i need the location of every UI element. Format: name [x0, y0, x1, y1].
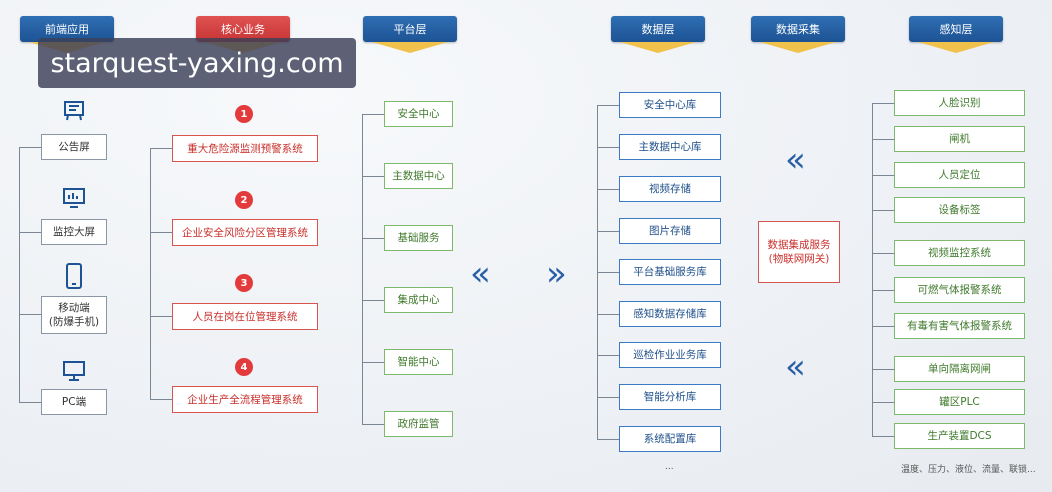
data-tick [597, 397, 619, 398]
perceive-tick [872, 253, 894, 254]
header-core: 核心业务 [196, 16, 290, 42]
perceive-tick [872, 290, 894, 291]
platform-bracket [362, 114, 363, 424]
perceive-item-device-tag: 设备标签 [894, 197, 1025, 223]
core-number-badge: 4 [235, 358, 253, 376]
perceive-item-video-surveillance: 视频监控系统 [894, 240, 1025, 266]
double-chevron-left-icon: « [785, 347, 806, 387]
perceive-tick [872, 436, 894, 437]
data-tick [597, 231, 619, 232]
data-item-inspection-db: 巡检作业业务库 [619, 342, 721, 368]
platform-item-security: 安全中心 [384, 101, 453, 127]
perceive-tick [872, 175, 894, 176]
frontend-tick [19, 402, 41, 403]
dashboard-chart-icon [63, 188, 85, 208]
header-data-arrow [620, 42, 696, 53]
perceive-item-tank-plc: 罐区PLC [894, 389, 1025, 415]
data-tick [597, 314, 619, 315]
data-tick [597, 189, 619, 190]
frontend-item-pc: PC端 [41, 389, 107, 415]
perceive-tick [872, 139, 894, 140]
data-item-sensor-db: 感知数据存储库 [619, 301, 721, 327]
data-tick [597, 355, 619, 356]
perceive-tick [872, 326, 894, 327]
platform-item-integration: 集成中心 [384, 287, 453, 313]
double-chevron-left-icon: « [785, 140, 806, 180]
header-perceive-arrow [918, 42, 994, 53]
data-tick [597, 105, 619, 106]
header-collect: 数据采集 [751, 16, 845, 42]
platform-item-master-data: 主数据中心 [384, 163, 453, 189]
perceive-note: 温度、压力、液位、流量、联锁... [901, 465, 1036, 475]
platform-tick [362, 176, 384, 177]
core-item-risk-zoning: 企业安全风险分区管理系统 [172, 219, 318, 246]
platform-tick [362, 114, 384, 115]
frontend-item-monitor-screen: 监控大屏 [41, 219, 107, 245]
platform-item-basic-services: 基础服务 [384, 225, 453, 251]
perceive-bracket [872, 103, 873, 436]
header-platform-arrow [372, 42, 448, 53]
core-tick [150, 316, 172, 317]
header-collect-arrow [760, 42, 836, 53]
core-number-badge: 1 [235, 105, 253, 123]
perceive-item-toxic-gas: 有毒有害气体报警系统 [894, 313, 1025, 339]
platform-item-intelligence: 智能中心 [384, 349, 453, 375]
frontend-tick [19, 232, 41, 233]
perceive-tick [872, 369, 894, 370]
perceive-item-combustible-gas: 可燃气体报警系统 [894, 277, 1025, 303]
core-number-badge: 3 [235, 274, 253, 292]
core-item-production-process: 企业生产全流程管理系统 [172, 386, 318, 413]
core-tick [150, 399, 172, 400]
data-more-ellipsis: ... [665, 462, 674, 472]
perceive-item-personnel-location: 人员定位 [894, 162, 1025, 188]
perceive-item-isolation-gateway: 单向隔离网闸 [894, 356, 1025, 382]
double-chevron-right-icon: » [546, 254, 567, 294]
core-tick [150, 148, 172, 149]
frontend-item-bulletin: 公告屏 [41, 134, 107, 160]
header-data: 数据层 [611, 16, 705, 42]
watermark-banner: starquest-yaxing.com [38, 38, 356, 88]
header-platform: 平台层 [363, 16, 457, 42]
billboard-icon [64, 101, 84, 121]
platform-tick [362, 300, 384, 301]
data-item-platform-db: 平台基础服务库 [619, 259, 721, 285]
frontend-tick [19, 314, 41, 315]
core-item-personnel-onduty: 人员在岗在位管理系统 [172, 303, 318, 330]
perceive-item-production-dcs: 生产装置DCS [894, 423, 1025, 449]
platform-item-government: 政府监管 [384, 411, 453, 437]
perceive-item-gate: 闸机 [894, 126, 1025, 152]
core-number-badge: 2 [235, 191, 253, 209]
data-item-analytics-db: 智能分析库 [619, 384, 721, 410]
header-frontend: 前端应用 [20, 16, 114, 42]
data-item-security-db: 安全中心库 [619, 92, 721, 118]
data-tick [597, 272, 619, 273]
data-item-config-db: 系统配置库 [619, 426, 721, 452]
core-bracket [150, 148, 151, 400]
platform-tick [362, 238, 384, 239]
perceive-tick [872, 402, 894, 403]
data-item-master-db: 主数据中心库 [619, 134, 721, 160]
frontend-bracket [19, 147, 20, 402]
desktop-monitor-icon [63, 361, 85, 381]
core-item-hazard-warning: 重大危险源监测预警系统 [172, 135, 318, 162]
collect-item-iot-gateway: 数据集成服务 (物联网网关) [758, 221, 840, 283]
header-perceive: 感知层 [909, 16, 1003, 42]
frontend-tick [19, 147, 41, 148]
perceive-item-face-recognition: 人脸识别 [894, 90, 1025, 116]
mobile-phone-icon [66, 263, 82, 289]
platform-tick [362, 424, 384, 425]
data-item-image-storage: 图片存储 [619, 218, 721, 244]
double-chevron-left-icon: « [470, 254, 491, 294]
data-item-video-storage: 视频存储 [619, 176, 721, 202]
data-tick [597, 439, 619, 440]
perceive-tick [872, 103, 894, 104]
perceive-tick [872, 210, 894, 211]
data-tick [597, 147, 619, 148]
platform-tick [362, 362, 384, 363]
core-tick [150, 232, 172, 233]
frontend-item-mobile: 移动端 (防爆手机) [41, 296, 107, 334]
